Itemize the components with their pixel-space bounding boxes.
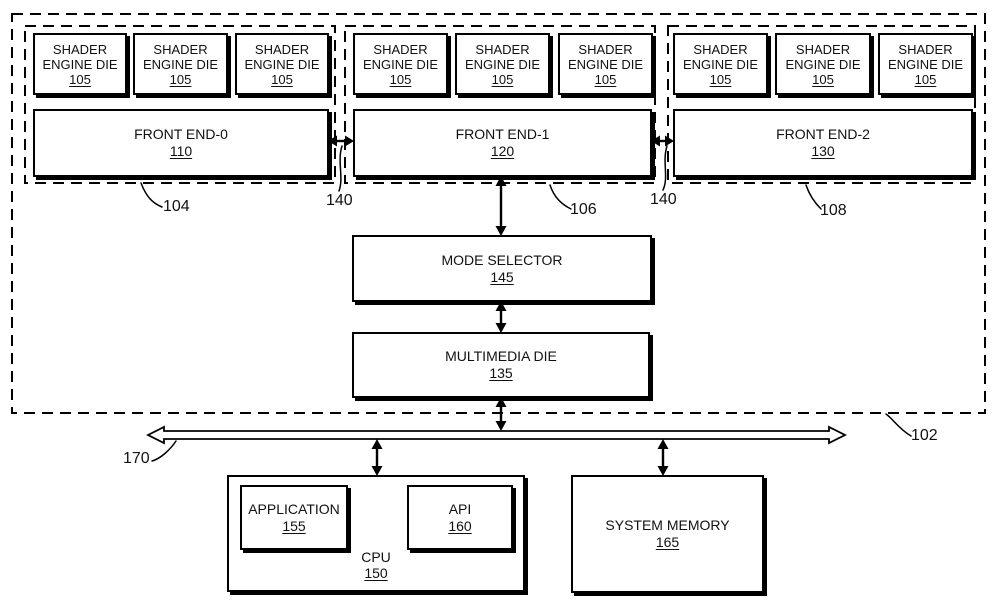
cpu-title: CPU — [361, 549, 391, 565]
leader-line-102 — [885, 413, 912, 437]
shader-die-title: SHADER ENGINE DIE — [682, 41, 759, 72]
leader-line-140-left — [338, 145, 343, 192]
shader-engine-die-box: SHADER ENGINE DIE 105 — [673, 33, 768, 95]
leader-line-170 — [151, 440, 177, 462]
shader-die-ref: 105 — [709, 71, 732, 87]
system-memory-ref: 165 — [655, 534, 680, 550]
front-end-ref: 120 — [490, 143, 515, 159]
shader-die-ref: 105 — [491, 71, 514, 87]
shader-die-ref: 105 — [594, 71, 617, 87]
mode-selector-box: MODE SELECTOR 145 — [352, 235, 652, 302]
ref-label-102: 102 — [911, 427, 938, 444]
ref-label-104: 104 — [163, 198, 190, 215]
shader-die-ref: 105 — [914, 71, 937, 87]
front-end-title: FRONT END-1 — [455, 126, 550, 142]
api-title: API — [448, 500, 472, 517]
front-end-1-box: FRONT END-1 120 — [353, 109, 652, 177]
front-end-ref: 110 — [169, 143, 193, 159]
shader-engine-die-box: SHADER ENGINE DIE 105 — [558, 33, 653, 95]
arrow-frontend1-modeselector — [495, 176, 507, 236]
system-memory-box: SYSTEM MEMORY 165 — [571, 475, 764, 593]
shader-die-ref: 105 — [69, 71, 91, 87]
shader-engine-die-box: SHADER ENGINE DIE 105 — [878, 33, 973, 95]
shader-engine-die-box: SHADER ENGINE DIE 105 — [353, 33, 448, 95]
gpu-partition-boundary-104 — [24, 25, 336, 184]
shader-die-title: SHADER ENGINE DIE — [887, 41, 964, 72]
shader-die-ref: 105 — [812, 71, 834, 87]
system-bus-arrow — [145, 425, 848, 445]
front-end-title: FRONT END-2 — [776, 126, 870, 142]
shader-engine-die-box: SHADER ENGINE DIE 105 — [455, 33, 550, 95]
arrow-frontend0-frontend1 — [328, 135, 354, 147]
ref-label-106: 106 — [570, 201, 597, 218]
front-end-title: FRONT END-0 — [134, 126, 228, 142]
shader-die-title: SHADER ENGINE DIE — [362, 41, 439, 72]
application-title: APPLICATION — [248, 500, 340, 517]
front-end-2-box: FRONT END-2 130 — [673, 109, 973, 177]
shader-die-ref: 105 — [271, 71, 293, 87]
multimedia-die-ref: 135 — [489, 365, 513, 381]
arrow-bus-systemmemory — [657, 439, 669, 476]
arrow-modeselector-multimedia — [495, 301, 507, 333]
system-boundary-102 — [11, 13, 986, 414]
shader-die-title: SHADER ENGINE DIE — [785, 41, 861, 72]
ref-label-170: 170 — [123, 450, 150, 467]
multimedia-die-box: MULTIMEDIA DIE 135 — [352, 332, 650, 398]
shader-die-title: SHADER ENGINE DIE — [42, 41, 118, 72]
ref-label-140-right: 140 — [650, 191, 677, 208]
shader-engine-die-box: SHADER ENGINE DIE 105 — [33, 33, 127, 95]
leader-line-104 — [140, 182, 163, 208]
cpu-box: APPLICATION 155 API 160 CPU 150 — [227, 475, 525, 592]
multimedia-die-title: MULTIMEDIA DIE — [445, 348, 557, 364]
shader-engine-die-box: SHADER ENGINE DIE 105 — [235, 33, 329, 95]
cpu-ref: 150 — [364, 565, 388, 581]
mode-selector-title: MODE SELECTOR — [441, 251, 563, 268]
leader-line-140-right — [662, 145, 668, 191]
api-box: API 160 — [407, 485, 513, 550]
shader-die-title: SHADER ENGINE DIE — [244, 41, 320, 72]
cpu-label: CPU 150 — [229, 549, 523, 581]
shader-die-ref: 105 — [389, 71, 412, 87]
shader-die-title: SHADER ENGINE DIE — [567, 41, 644, 72]
leader-line-106 — [549, 184, 572, 210]
arrow-bus-cpu — [371, 439, 383, 476]
front-end-0-box: FRONT END-0 110 — [33, 109, 329, 177]
system-memory-title: SYSTEM MEMORY — [605, 517, 730, 533]
api-ref: 160 — [448, 517, 472, 534]
application-ref: 155 — [282, 517, 306, 534]
front-end-ref: 130 — [811, 143, 835, 159]
leader-line-108 — [805, 184, 822, 210]
arrow-multimedia-bus — [495, 397, 507, 431]
mode-selector-ref: 145 — [490, 268, 514, 285]
shader-engine-die-box: SHADER ENGINE DIE 105 — [775, 33, 871, 95]
arrow-frontend1-frontend2 — [651, 135, 674, 147]
ref-label-140-left: 140 — [326, 192, 353, 209]
shader-die-title: SHADER ENGINE DIE — [142, 41, 219, 72]
gpu-partition-boundary-108 — [667, 25, 976, 184]
application-box: APPLICATION 155 — [240, 485, 348, 550]
shader-engine-die-box: SHADER ENGINE DIE 105 — [133, 33, 228, 95]
shader-die-title: SHADER ENGINE DIE — [464, 41, 541, 72]
ref-label-108: 108 — [820, 202, 847, 219]
shader-die-ref: 105 — [169, 71, 192, 87]
